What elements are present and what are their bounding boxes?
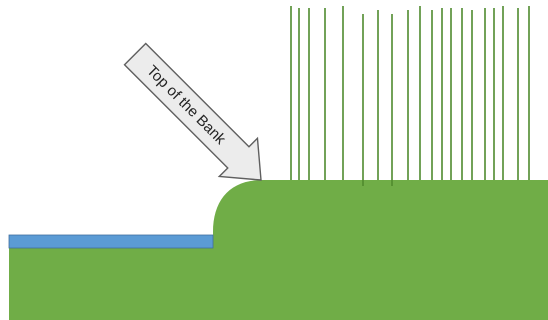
callout-label: Top of the Bank <box>143 62 229 148</box>
top-of-bank-callout: Top of the Bank <box>123 42 262 181</box>
water-surface <box>8 234 214 249</box>
vegetation <box>290 6 530 186</box>
ground <box>9 180 548 320</box>
callout-arrow <box>123 42 262 181</box>
